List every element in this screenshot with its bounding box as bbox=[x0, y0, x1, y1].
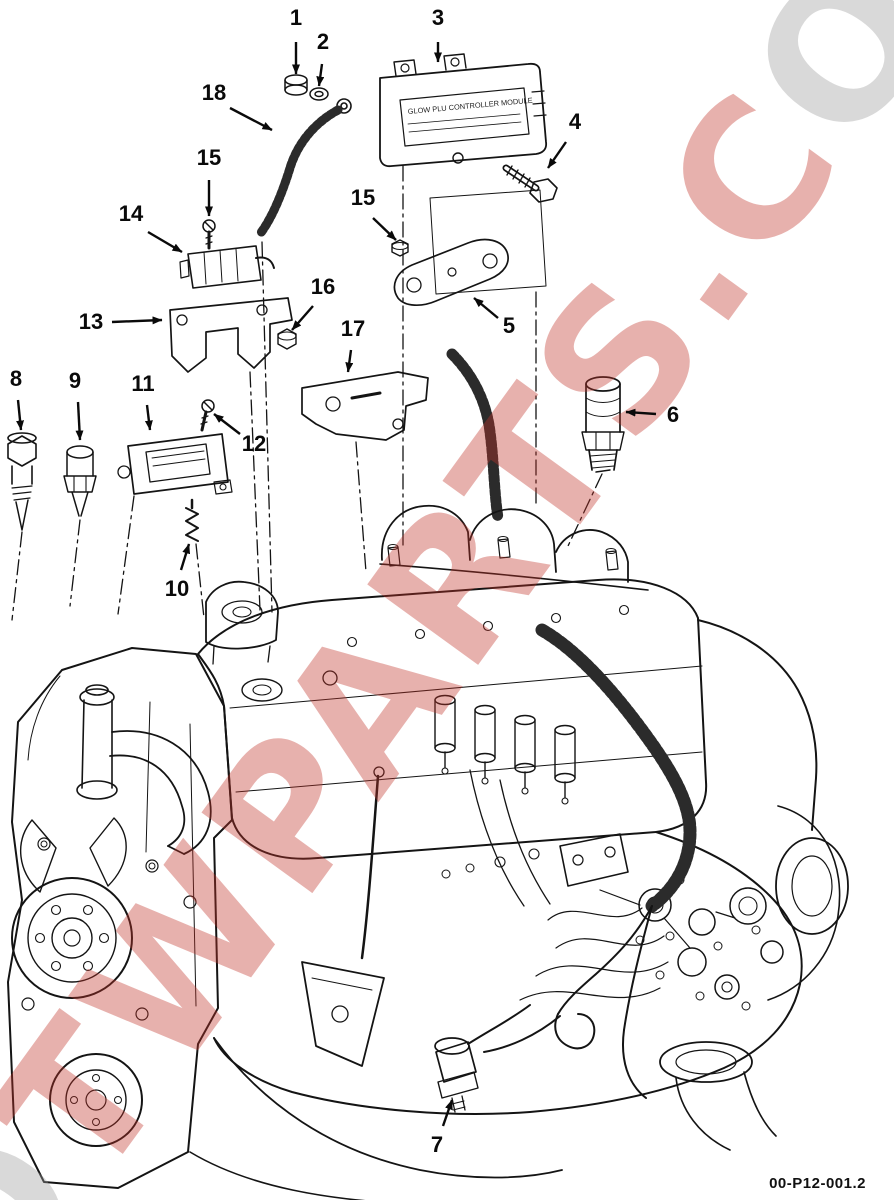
engine-mount-bracket bbox=[301, 961, 385, 1067]
callout-8: 8 bbox=[9, 366, 23, 391]
screw-15a bbox=[202, 219, 216, 250]
coiled-harness-upper bbox=[446, 348, 504, 524]
radiator-hose bbox=[109, 730, 212, 855]
water-pump-pulley bbox=[11, 817, 133, 999]
leader-lines bbox=[11, 165, 603, 621]
front-gear-cover bbox=[7, 647, 233, 1189]
callout-13: 13 bbox=[78, 309, 104, 334]
washer-2 bbox=[309, 87, 329, 101]
wiring-loom bbox=[483, 623, 697, 1099]
screw-12 bbox=[200, 399, 215, 432]
bracket-5 bbox=[393, 238, 509, 306]
callout-4: 4 bbox=[568, 109, 582, 134]
bolt-4 bbox=[502, 164, 558, 203]
callout-9: 9 bbox=[68, 368, 82, 393]
callout-10: 10 bbox=[164, 576, 190, 601]
engine-block bbox=[189, 619, 818, 1200]
sensor-8 bbox=[7, 432, 37, 531]
callout-6: 6 bbox=[666, 402, 680, 427]
spring-10 bbox=[185, 498, 199, 542]
callout-18: 18 bbox=[201, 80, 227, 105]
rear-flange bbox=[767, 805, 849, 1001]
module-label: GLOW PLU CONTROLLER MODULE bbox=[407, 96, 533, 116]
callout-12: 12 bbox=[241, 431, 267, 456]
callout-15: 15 bbox=[196, 145, 222, 170]
exhaust-flange bbox=[659, 1041, 777, 1151]
bracket-17 bbox=[301, 371, 429, 441]
callout-11: 11 bbox=[131, 371, 155, 396]
callout-3: 3 bbox=[431, 5, 445, 30]
figure-number: 00-P12-001.2 bbox=[769, 1175, 866, 1192]
callout-16: 16 bbox=[310, 274, 336, 299]
nut-15b bbox=[391, 239, 409, 257]
callout-17: 17 bbox=[340, 316, 366, 341]
sensor-7 bbox=[434, 1004, 531, 1113]
sensor-9 bbox=[63, 445, 97, 517]
callout-15: 15 bbox=[350, 185, 376, 210]
callout-5: 5 bbox=[502, 313, 516, 338]
callout-7: 7 bbox=[430, 1132, 444, 1157]
engine-assembly bbox=[7, 504, 849, 1200]
nut-16 bbox=[277, 328, 297, 350]
nut-1 bbox=[284, 74, 308, 96]
injectors bbox=[434, 694, 576, 805]
crank-pulley bbox=[49, 1053, 143, 1147]
sensor-6 bbox=[581, 376, 625, 473]
bracket-13 bbox=[169, 297, 293, 373]
intake-elbow bbox=[205, 580, 279, 665]
callout-14: 14 bbox=[118, 201, 144, 226]
callout-2: 2 bbox=[316, 29, 330, 54]
glow-plug-controller-module: GLOW PLU CONTROLLER MODULE bbox=[379, 53, 548, 168]
exhaust-manifold bbox=[379, 504, 649, 591]
coiled-cable-18 bbox=[255, 98, 352, 239]
mounting-plate-5 bbox=[429, 189, 547, 295]
small-bracket bbox=[559, 833, 629, 887]
relay-11 bbox=[117, 433, 233, 495]
callout-1: 1 bbox=[289, 5, 303, 30]
sensor-14 bbox=[179, 245, 275, 289]
thermostat-housing bbox=[76, 684, 118, 800]
